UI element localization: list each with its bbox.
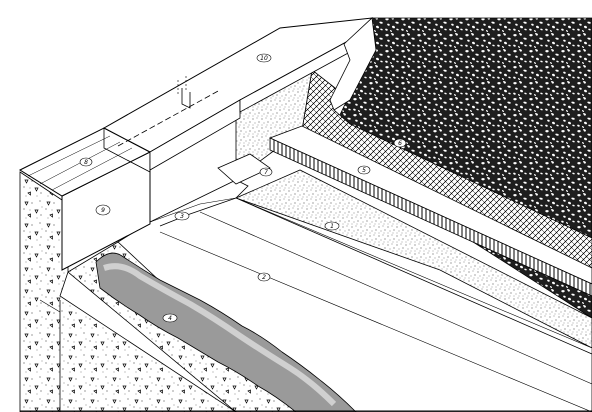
callout-9: 9 <box>95 204 111 216</box>
callout-label: 10 <box>260 55 268 62</box>
callout-label: 2 <box>262 274 266 281</box>
insulation-panel <box>234 169 592 349</box>
callout-label: 4 <box>168 315 172 322</box>
callout-3: 3 <box>174 211 190 221</box>
callout-label: 9 <box>101 207 105 214</box>
callout-2: 2 <box>257 272 271 282</box>
callout-label: 6 <box>398 140 402 147</box>
callout-label: 8 <box>84 159 88 166</box>
callout-label: 5 <box>362 167 366 174</box>
callout-label: 3 <box>180 213 184 220</box>
callout-8: 8 <box>79 157 93 167</box>
callout-1: 1 <box>324 221 340 231</box>
callout-4: 4 <box>162 313 178 323</box>
callout-label: 1 <box>330 223 334 230</box>
callout-10: 10 <box>256 53 272 63</box>
callout-label: 7 <box>264 169 268 176</box>
drainage-board-edge <box>269 137 592 297</box>
callout-7: 7 <box>259 167 273 177</box>
waterproof-membrane-band <box>95 252 357 412</box>
fixing-bracket <box>217 153 271 185</box>
edge-cap-flange <box>103 128 151 173</box>
callout-5: 5 <box>357 165 371 175</box>
callout-6: 6 <box>393 138 407 148</box>
